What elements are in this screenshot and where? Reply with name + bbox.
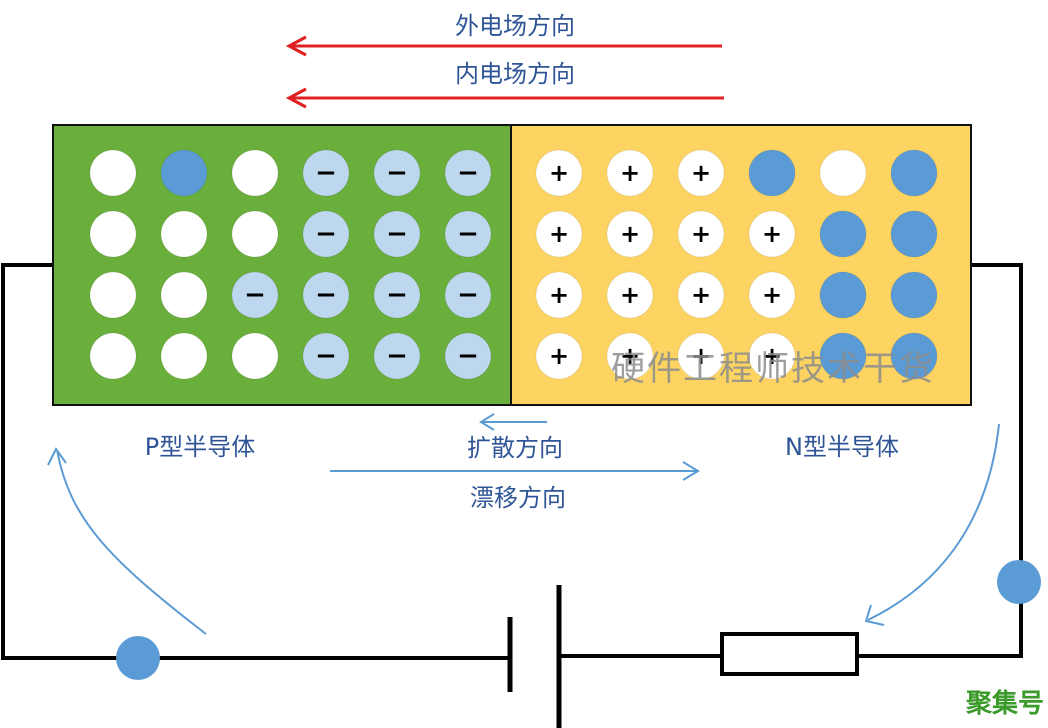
plus-sign: +	[549, 159, 569, 187]
plus-sign: +	[620, 220, 640, 248]
minus-sign: −	[457, 158, 479, 188]
plus-sign: +	[691, 220, 711, 248]
right-curved-arrow	[864, 423, 1000, 626]
positive-ion	[606, 149, 654, 197]
minus-sign: −	[457, 219, 479, 249]
plus-sign: +	[691, 281, 711, 309]
positive-ion	[606, 271, 654, 319]
n-region-carriers: + + + + + + + + + + + + + + +	[535, 149, 938, 380]
circuit-wire	[1, 263, 1023, 660]
external-field-arrow	[285, 35, 722, 57]
positive-ion	[677, 271, 725, 319]
plus-sign: +	[762, 220, 782, 248]
hole	[231, 149, 279, 197]
plus-sign: +	[620, 281, 640, 309]
minus-sign: −	[386, 219, 408, 249]
negative-ion	[444, 271, 492, 319]
internal-field-label: 内电场方向	[455, 60, 575, 88]
drift-label: 漂移方向	[470, 484, 566, 512]
hole	[819, 149, 867, 197]
minus-sign: −	[315, 219, 337, 249]
free-electron	[890, 332, 938, 380]
plus-sign: +	[549, 220, 569, 248]
plus-sign: +	[691, 159, 711, 187]
negative-ion	[373, 271, 421, 319]
watermark-text: 硬件工程师技术干货	[611, 349, 935, 389]
minus-sign: −	[315, 280, 337, 310]
plus-sign: +	[762, 342, 782, 370]
free-electron	[819, 332, 867, 380]
positive-ion	[535, 149, 583, 197]
positive-ion	[748, 210, 796, 258]
electron-on-wire-right	[997, 560, 1041, 604]
negative-ion	[302, 210, 350, 258]
electron-on-wire-left	[116, 636, 160, 680]
minus-sign: −	[244, 280, 266, 310]
hole	[231, 332, 279, 380]
brand-logo-text: 聚集号	[965, 688, 1044, 719]
negative-ion	[444, 210, 492, 258]
hole	[89, 271, 137, 319]
p-type-label: P型半导体	[145, 433, 255, 461]
positive-ion	[606, 332, 654, 380]
external-field-label: 外电场方向	[455, 12, 575, 40]
free-electron	[160, 149, 208, 197]
free-electron	[890, 210, 938, 258]
minus-sign: −	[386, 158, 408, 188]
plus-sign: +	[691, 342, 711, 370]
left-curved-arrow	[47, 447, 207, 635]
plus-sign: +	[549, 281, 569, 309]
minus-sign: −	[386, 341, 408, 371]
negative-ion	[373, 149, 421, 197]
minus-sign: −	[457, 280, 479, 310]
plus-sign: +	[620, 159, 640, 187]
hole	[89, 149, 137, 197]
negative-ion	[373, 332, 421, 380]
free-electron	[819, 271, 867, 319]
negative-ion	[444, 149, 492, 197]
positive-ion	[748, 271, 796, 319]
negative-ion	[302, 332, 350, 380]
free-electron	[890, 149, 938, 197]
free-electron	[890, 271, 938, 319]
diffusion-label: 扩散方向	[467, 434, 563, 462]
positive-ion	[606, 210, 654, 258]
positive-ion	[535, 210, 583, 258]
negative-ion	[302, 271, 350, 319]
hole	[160, 332, 208, 380]
minus-sign: −	[457, 341, 479, 371]
positive-ion	[535, 332, 583, 380]
drift-arrow	[330, 461, 700, 481]
hole	[160, 210, 208, 258]
negative-ion	[302, 149, 350, 197]
p-region-carriers: − − − − − − − − − − − − −	[89, 149, 492, 380]
positive-ion	[677, 332, 725, 380]
minus-sign: −	[315, 341, 337, 371]
negative-ion	[373, 210, 421, 258]
hole	[89, 210, 137, 258]
positive-ion	[677, 149, 725, 197]
negative-ion	[444, 332, 492, 380]
internal-field-arrow	[285, 87, 724, 109]
plus-sign: +	[549, 342, 569, 370]
hole	[89, 332, 137, 380]
plus-sign: +	[620, 342, 640, 370]
free-electron	[819, 210, 867, 258]
free-electron	[748, 149, 796, 197]
battery-symbol	[507, 585, 562, 728]
n-type-label: N型半导体	[785, 433, 899, 461]
minus-sign: −	[386, 280, 408, 310]
minus-sign: −	[315, 158, 337, 188]
hole	[160, 271, 208, 319]
negative-ion	[231, 271, 279, 319]
positive-ion	[535, 271, 583, 319]
hole	[231, 210, 279, 258]
resistor-symbol	[720, 632, 859, 676]
positive-ion	[748, 332, 796, 380]
diffusion-arrow	[479, 413, 547, 431]
positive-ion	[677, 210, 725, 258]
plus-sign: +	[762, 281, 782, 309]
